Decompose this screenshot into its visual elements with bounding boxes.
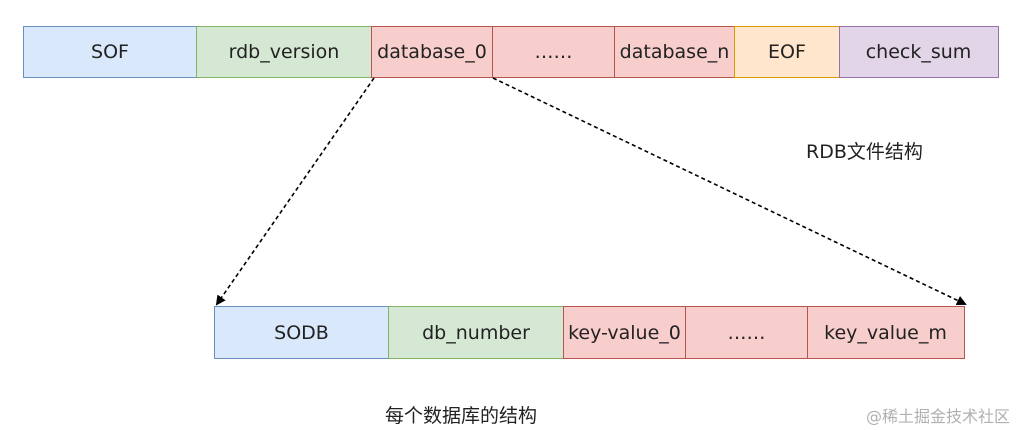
database-structure-caption: 每个数据库的结构	[385, 405, 538, 427]
db-number-cell: db_number	[388, 306, 564, 359]
rdb-structure-row: SOF rdb_version database_0 …… database_n…	[22, 26, 999, 78]
left-dashed-arrow	[215, 77, 375, 306]
key-value-m-cell: key_value_m	[806, 306, 965, 359]
database-0-cell: database_0	[370, 26, 494, 78]
sodb-cell: SODB	[213, 306, 390, 359]
key-value-0-cell: key-value_0	[562, 306, 687, 359]
rdb-version-cell: rdb_version	[196, 26, 372, 78]
key-value-ellipsis-cell: ……	[685, 306, 808, 359]
database-n-cell: database_n	[613, 26, 736, 78]
watermark: @稀土掘金技术社区	[866, 407, 1011, 426]
database-structure-row: SODB db_number key-value_0 …… key_value_…	[213, 306, 965, 359]
rdb-structure-caption: RDB文件结构	[806, 141, 923, 163]
database-ellipsis-cell: ……	[492, 26, 615, 78]
check-sum-cell: check_sum	[838, 26, 999, 78]
sof-cell: SOF	[22, 26, 198, 78]
right-dashed-arrow	[492, 77, 967, 306]
eof-cell: EOF	[734, 26, 840, 78]
